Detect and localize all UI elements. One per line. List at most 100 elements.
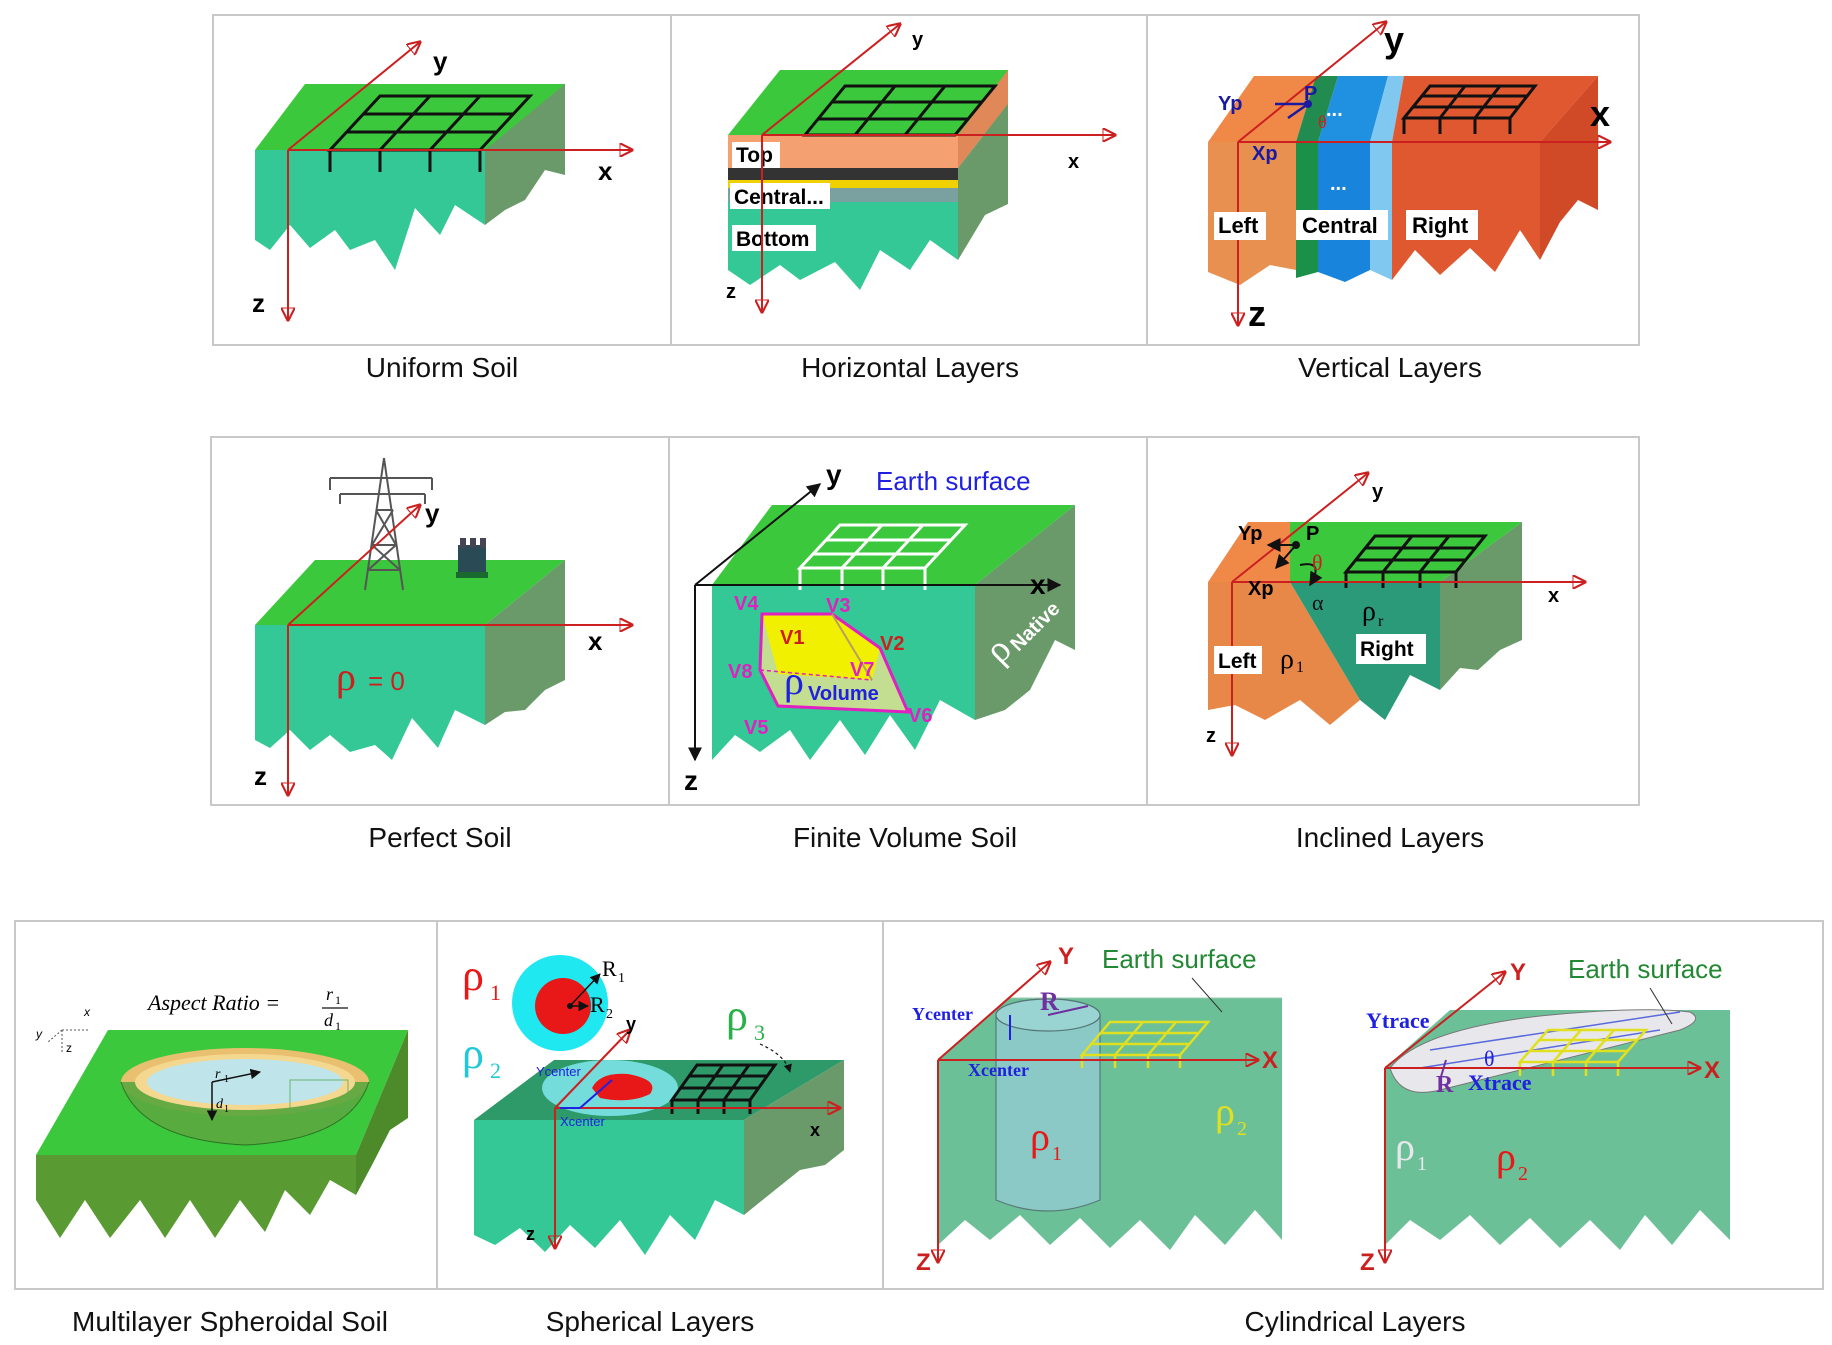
mini-axes-icon (47, 1029, 88, 1052)
label-xp: Xp (1248, 578, 1274, 600)
label-v3: V3 (826, 595, 850, 617)
label-x: x (1590, 93, 1610, 134)
axis-y (554, 1030, 630, 1109)
cylindrical-vertical-block: R X Y Z Ycenter Xcenter Earth surface ρ … (912, 943, 1282, 1276)
label-y: y (425, 498, 440, 528)
transmission-tower-icon (329, 457, 433, 591)
axis-y (937, 962, 1050, 1061)
label-y: y (626, 1014, 636, 1034)
label-y: y (912, 29, 924, 51)
svg-text:1: 1 (490, 980, 501, 1005)
svg-text:1: 1 (335, 1019, 341, 1033)
label-rho-r: ρ (1362, 596, 1376, 627)
uniform-soil-block: x y z (252, 42, 632, 320)
label-z: Z (1360, 1249, 1375, 1276)
label-x: X (1704, 1057, 1720, 1084)
finite-volume-block: x y z Earth surface V4 V3 V1 V2 V7 V8 V5… (684, 459, 1075, 796)
label-z: z (684, 765, 698, 796)
horizontal-layers-block: Top Central... Bottom x y z (726, 24, 1115, 312)
svg-text:2: 2 (606, 1007, 613, 1022)
layer-label-central: Central... (734, 186, 824, 209)
caption-finite-volume: Finite Volume Soil (792, 822, 1018, 853)
label-v4: V4 (734, 593, 759, 615)
label-y: y (1384, 19, 1404, 60)
label-z: z (726, 281, 736, 303)
label-rho-zero: = 0 (368, 666, 405, 696)
svg-text:1: 1 (335, 993, 341, 1007)
caption-uniform-soil: Uniform Soil (365, 352, 519, 383)
label-ycenter: Ycenter (536, 1064, 581, 1079)
volume-top (762, 614, 880, 680)
label-y: y (1372, 481, 1384, 503)
perfect-soil-block: x y z ρ = 0 (254, 457, 632, 795)
svg-text:1: 1 (1296, 659, 1304, 676)
label-ytrace: Ytrace (1366, 1008, 1430, 1033)
sphere-inner-cap (592, 1073, 653, 1101)
layer-label-bottom-box (732, 225, 816, 251)
axis-y (1231, 473, 1368, 583)
label-r: R (1040, 987, 1059, 1016)
layer-label-top-box (732, 142, 780, 168)
svg-text:1: 1 (224, 1104, 229, 1115)
svg-text:r: r (326, 984, 334, 1004)
label-xcenter: Xcenter (968, 1060, 1029, 1080)
svg-text:2: 2 (1518, 1163, 1528, 1185)
axis-y (287, 505, 420, 626)
label-r1: R (602, 956, 617, 981)
label-theta: θ (1312, 550, 1323, 575)
label-ycenter: Ycenter (912, 1004, 973, 1024)
label-v1: V1 (780, 627, 804, 649)
transformer-icon (456, 538, 488, 578)
inclined-layers-block: P Yp Xp θ α x y z ρ r ρ 1 Left Right (1206, 473, 1585, 755)
layer-label-bottom: Bottom (736, 228, 809, 251)
svg-text:1: 1 (1417, 1153, 1427, 1175)
label-y: Y (1058, 943, 1074, 970)
label-v7: V7 (850, 659, 874, 681)
caption-vertical-layers: Vertical Layers (1298, 352, 1482, 383)
point-p (1304, 100, 1312, 108)
right-label-box (1406, 210, 1478, 240)
label-xcenter: Xcenter (560, 1114, 605, 1129)
label-p: P (1306, 523, 1319, 545)
label-yp: Yp (1218, 93, 1242, 115)
caption-cylindrical: Cylindrical Layers (1244, 1306, 1466, 1337)
label-x: x (1068, 151, 1079, 173)
axis-y (1237, 22, 1386, 143)
label-x: x (1030, 569, 1046, 600)
label-rho-2: ρ (1215, 1089, 1235, 1134)
grounding-grid (1400, 84, 1539, 134)
label-r1: r (215, 1067, 221, 1082)
svg-text:y: y (35, 1027, 43, 1041)
label-v5: V5 (744, 717, 768, 739)
layer-label-top: Top (736, 144, 773, 167)
svg-text:z: z (66, 1041, 72, 1055)
grounding-grid (1342, 534, 1489, 588)
label-v8: V8 (728, 661, 752, 683)
label-xp: Xp (1252, 143, 1278, 165)
aspect-fraction: r 1 d 1 (322, 984, 348, 1033)
label-rho-1: ρ (462, 951, 484, 1000)
label-x: x (598, 156, 613, 186)
axis-y (694, 483, 822, 586)
label-z: z (526, 1224, 535, 1244)
svg-text:x: x (83, 1005, 91, 1019)
label-y: y (433, 46, 448, 76)
label-rho-1: ρ (1395, 1124, 1415, 1169)
svg-text:2: 2 (490, 1058, 501, 1083)
label-z: Z (916, 1249, 931, 1276)
label-rho-1: ρ (1280, 644, 1294, 675)
label-rho-1: ρ (1030, 1114, 1050, 1159)
svg-text:1: 1 (1052, 1143, 1062, 1165)
spheroidal-block: r 1 d 1 Aspect Ratio = r 1 d 1 x y z (35, 984, 408, 1238)
svg-text:d: d (324, 1010, 334, 1030)
label-right: Right (1360, 638, 1414, 661)
label-left: Left (1218, 650, 1257, 673)
sphere-section-inner (535, 978, 591, 1034)
caption-inclined-layers: Inclined Layers (1295, 822, 1485, 853)
label-z: z (1206, 725, 1216, 747)
left-label-box (1214, 646, 1262, 674)
layer-label-central-box (730, 183, 830, 209)
svg-text:2: 2 (1237, 1118, 1247, 1140)
label-central: Central (1302, 213, 1378, 238)
label-r-inclined: R (1436, 1072, 1454, 1098)
